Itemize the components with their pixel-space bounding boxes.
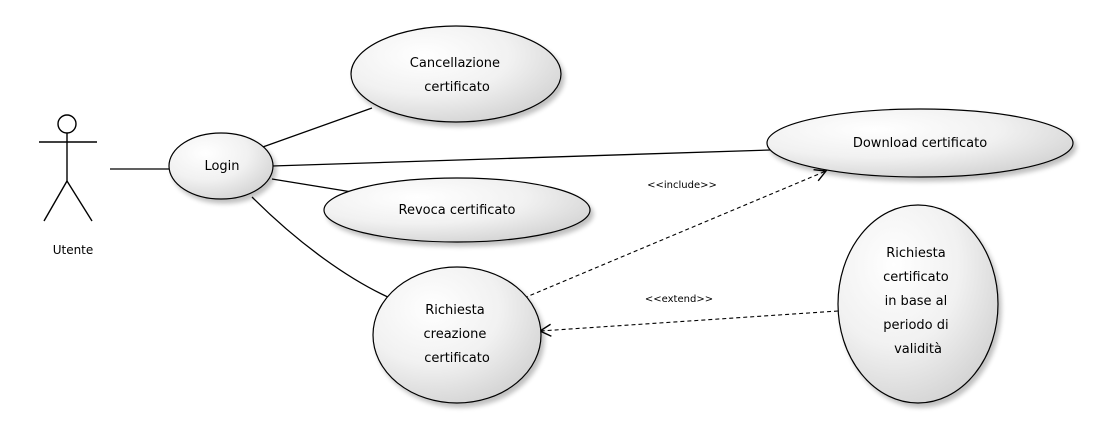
dependencies bbox=[523, 169, 839, 337]
use-case-richiesta-periodo-line-1: Richiesta bbox=[886, 246, 945, 261]
use-case-richiesta-creazione-line-1: Richiesta bbox=[425, 303, 484, 318]
use-case-revoca[interactable] bbox=[323, 177, 591, 243]
use-case-richiesta-periodo-line-5: validità bbox=[894, 342, 942, 357]
use-case-richiesta-periodo[interactable] bbox=[837, 204, 999, 404]
use-case-richiesta-periodo-line-4: periodo di bbox=[883, 318, 948, 333]
svg-text:Cancellazione certificato: Cancellazione certificato bbox=[410, 56, 504, 95]
use-case-richiesta-creazione-line-2: creazione bbox=[424, 327, 487, 342]
svg-text:Richiesta creazione ce: Richiesta creazione certificato bbox=[424, 303, 491, 366]
association-login-cancellazione bbox=[259, 107, 373, 149]
use-case-richiesta-creazione[interactable] bbox=[372, 266, 542, 404]
use-case-cancellazione-line-1: Cancellazione bbox=[410, 56, 500, 71]
association-login-revoca bbox=[271, 178, 353, 193]
use-case-download-label: Download certificato bbox=[853, 136, 987, 151]
use-case-login-label: Login bbox=[204, 159, 239, 174]
actor-leg-right bbox=[66, 180, 93, 222]
association-login-richiesta bbox=[251, 196, 391, 299]
use-case-cancellazione-line-2: certificato bbox=[424, 80, 490, 95]
association-login-download bbox=[271, 149, 771, 167]
use-case-login[interactable] bbox=[168, 132, 274, 200]
associations bbox=[110, 107, 771, 299]
svg-text:Login: Login bbox=[204, 159, 239, 174]
use-case-richiesta-creazione-line-3: certificato bbox=[424, 351, 490, 366]
actor-label: Utente bbox=[53, 243, 94, 257]
svg-text:Download certificato: Download certificato bbox=[853, 136, 987, 151]
extend-label: <<extend>> bbox=[645, 294, 713, 305]
actor-leg-left bbox=[43, 180, 68, 222]
svg-text:Richiesta certificato: Richiesta certificato in base al periodo… bbox=[883, 246, 953, 357]
include-arrow bbox=[523, 169, 828, 299]
use-case-cancellazione[interactable] bbox=[350, 25, 562, 123]
use-case-richiesta-periodo-line-3: in base al bbox=[885, 294, 948, 309]
use-case-revoca-label: Revoca certificato bbox=[399, 203, 516, 218]
use-case-download[interactable] bbox=[766, 108, 1074, 178]
svg-text:Revoca certificato: Revoca certificato bbox=[399, 203, 516, 218]
include-label: <<include>> bbox=[647, 180, 717, 191]
extend-arrow bbox=[538, 310, 839, 337]
actor-utente[interactable] bbox=[39, 114, 97, 222]
use-case-richiesta-periodo-line-2: certificato bbox=[883, 270, 949, 285]
actor-head bbox=[57, 114, 77, 134]
